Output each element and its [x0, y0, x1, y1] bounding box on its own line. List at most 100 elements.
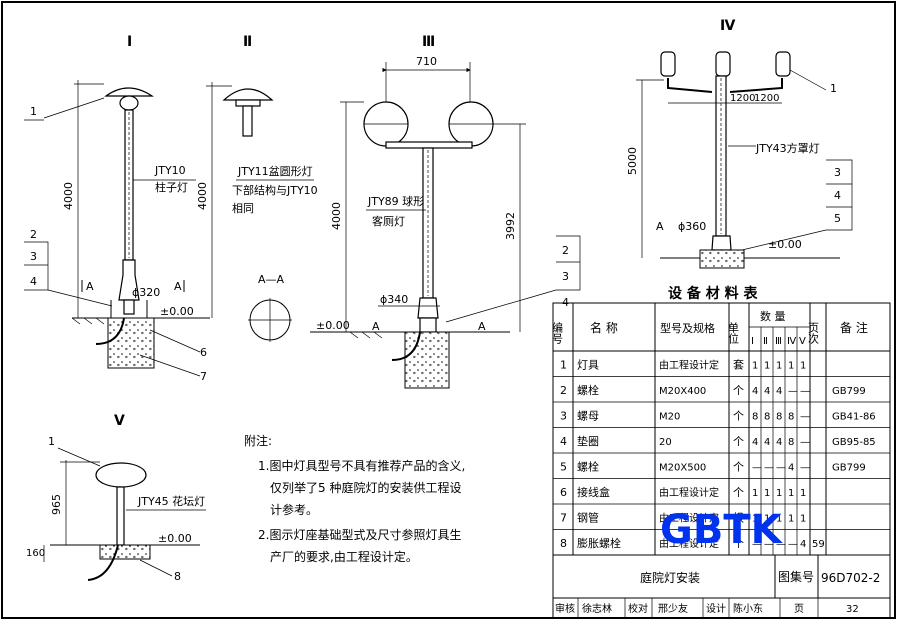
- title-block: 庭院灯安装 图集号 96D702-2 审核 徐志林 校对 邢少友 设计 陈小东 …: [552, 554, 891, 619]
- diameter-v3: ϕ340: [380, 293, 408, 306]
- view-1-roman: Ⅰ: [127, 34, 132, 50]
- row-qty: 4: [776, 386, 782, 397]
- row-unit: 根: [733, 511, 744, 525]
- height-dim-v1: 4000: [62, 182, 75, 210]
- design-label: 设计: [706, 602, 726, 615]
- callout-8-v5: 8: [174, 570, 181, 583]
- page-no: 32: [846, 604, 859, 615]
- row-name: 螺栓: [577, 383, 599, 397]
- row-qty: —: [800, 463, 810, 474]
- row-model: 20: [659, 437, 672, 448]
- callout-3-v3: 3: [562, 270, 569, 283]
- callout-3-v4: 3: [834, 166, 841, 179]
- foundation-v1: [107, 317, 155, 369]
- row-model: 由工程设计定: [659, 359, 719, 372]
- height-dim-v3: 4000: [330, 202, 343, 230]
- row-qty: 1: [752, 514, 758, 525]
- level-v3: ±0.00: [316, 319, 350, 332]
- row-name: 垫圈: [577, 434, 599, 448]
- row-qty: 1: [776, 514, 782, 525]
- th-qty-2: Ⅱ: [763, 336, 768, 347]
- callout-5-v4: 5: [834, 212, 841, 225]
- base-dim-v5: 160: [26, 548, 45, 559]
- row-name: 螺母: [577, 410, 599, 423]
- arm-dim2-v4: 1200: [754, 93, 779, 104]
- view-1: Ⅰ 4000 ϕ320 ±0.00 A A JTY10 柱子灯 1 2: [24, 34, 210, 383]
- lamp-label3-v2: 相同: [232, 202, 254, 215]
- row-qty: —: [776, 539, 786, 550]
- lamp-head-right-v4: [775, 51, 791, 77]
- row-unit: 个: [733, 537, 744, 550]
- lamp-head-v1: [104, 87, 154, 97]
- lamp-head-left-v4: [660, 51, 676, 77]
- lamp-label-v3: JTY89 球形: [367, 194, 424, 208]
- row-no: 5: [560, 461, 567, 474]
- view-5: Ⅴ 965 160 ±0.00 JTY45 花坛灯 1 8: [26, 413, 206, 583]
- row-qty: 8: [764, 412, 770, 423]
- th-qty-5: Ⅴ: [799, 336, 806, 347]
- row-name: 灯具: [577, 359, 599, 372]
- row-qty: —: [752, 463, 762, 474]
- lamp-head-v5: [95, 462, 147, 488]
- row-qty: 1: [800, 361, 806, 372]
- row-no: 2: [560, 384, 567, 397]
- row-qty: 1: [752, 361, 758, 372]
- row-qty: 4: [800, 539, 806, 550]
- pole-v2: [242, 105, 253, 137]
- lamp-label-v2: JTY11盆圆形灯: [237, 164, 313, 178]
- lamp-label2-v3: 客厕灯: [372, 214, 405, 228]
- callout-4-v4: 4: [834, 189, 841, 202]
- height-dim-v2: 4000: [196, 182, 209, 210]
- row-model: M20X400: [659, 386, 706, 397]
- width-dim-v3: 710: [416, 55, 437, 68]
- watermark: GBTK: [660, 507, 784, 553]
- atlas-label: 图集号: [778, 569, 814, 584]
- section-a-a: A—A: [248, 273, 292, 342]
- page-label: 页: [794, 603, 804, 615]
- section-mark-v1a: A: [86, 280, 94, 293]
- row-qty: —: [800, 386, 810, 397]
- callout-1-v1: 1: [30, 105, 37, 118]
- arm-dim-v4: 1200: [730, 93, 755, 104]
- row-qty: 8: [788, 437, 794, 448]
- row-qty: —: [800, 412, 810, 423]
- row-remark: GB95-85: [832, 437, 876, 448]
- row-qty: —: [776, 463, 786, 474]
- lamp-label2-v1: 柱子灯: [155, 180, 188, 194]
- row-qty: 1: [788, 488, 794, 499]
- row-qty: —: [764, 539, 774, 550]
- callout-2-v3: 2: [562, 244, 569, 257]
- row-no: 8: [560, 537, 567, 550]
- th-model: 型号及规格: [660, 321, 715, 335]
- row-qty: 4: [788, 463, 794, 474]
- height-dim-v4: 5000: [626, 147, 639, 175]
- row-unit: 个: [733, 486, 744, 499]
- row-qty: 8: [752, 412, 758, 423]
- foundation-v4: [699, 249, 745, 269]
- view-4-roman: Ⅳ: [720, 18, 736, 34]
- th-no: 编号: [551, 321, 564, 345]
- row-remark: GB799: [832, 386, 866, 397]
- foundation-v3: [404, 331, 450, 389]
- notes-line-5: 产厂的要求,由工程设计定。: [270, 549, 418, 564]
- lamp-head-v2: [222, 88, 274, 101]
- equipment-table: 设 备 材 料 表 编号 名 称 型号及规格 单位 数 量 Ⅰ Ⅱ Ⅲ Ⅳ Ⅴ …: [551, 285, 891, 556]
- th-unit: 单位: [727, 322, 740, 344]
- row-remark: GB41-86: [832, 412, 876, 423]
- row-qty: 8: [788, 412, 794, 423]
- callout-7-v1: 7: [200, 370, 207, 383]
- row-unit: 个: [733, 435, 744, 448]
- th-qty-3: Ⅲ: [775, 336, 782, 347]
- notes-line-4: 2.图示灯座基础型式及尺寸参照灯具生: [258, 527, 461, 542]
- lamp-label2-v2: 下部结构与JTY10: [232, 183, 318, 197]
- foundation-v5: [99, 544, 151, 560]
- row-qty: —: [800, 437, 810, 448]
- lamp-label-v1: JTY10: [154, 164, 186, 177]
- notes-line-3: 计参考。: [270, 502, 318, 517]
- row-no: 3: [560, 410, 567, 423]
- row-model: M20: [659, 412, 680, 423]
- row-model: 由工程设计定: [659, 512, 719, 525]
- drawing-title: 庭院灯安装: [640, 570, 700, 585]
- row-qty: 4: [764, 437, 770, 448]
